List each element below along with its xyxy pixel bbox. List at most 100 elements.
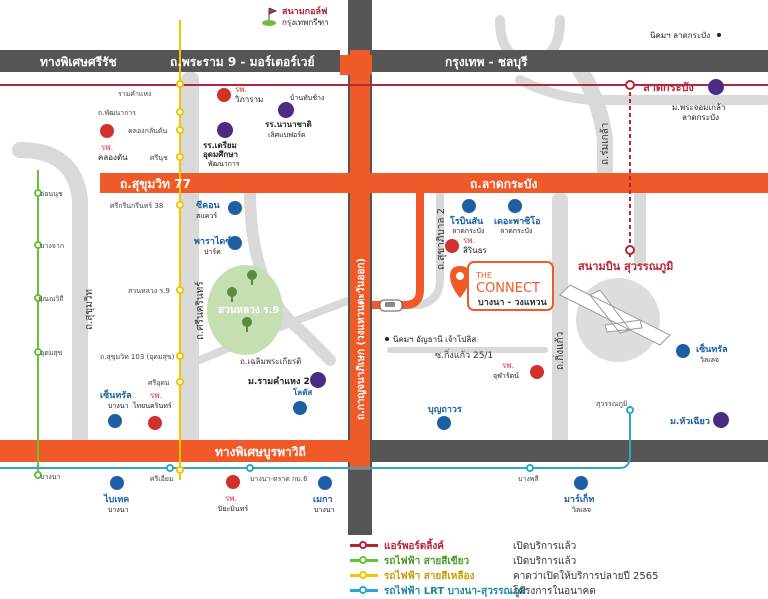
poi-hua-chiew: ม.หัวเฉียว <box>670 412 729 428</box>
label-kanchanaphisek: ถ.กาญจนาภิเษก (วงแหวนตะวันออก) <box>355 258 367 420</box>
station-label-punnawithi: ปุณณวิถี <box>38 295 64 303</box>
poi-sirinthorn: รพ. สิรินธร <box>445 236 488 255</box>
svg-text:ลาดกระบัง: ลาดกระบัง <box>500 227 532 235</box>
poi-nikom-bottom: นิคมฯ อัญธานี เจ้าโปลิส <box>385 334 476 344</box>
station-onnut <box>34 189 42 197</box>
school-icon <box>310 372 326 388</box>
poi-triam: รร.เตรียม อุดมศึกษา พัฒนาการ <box>203 122 240 168</box>
label-romklao: ถ.ร่มเกล้า <box>599 123 611 165</box>
station-yellow-8 <box>176 378 184 386</box>
poi-piyamin: รพ. ปิยะมินทร์ <box>218 475 249 513</box>
svg-text:บางนา: บางนา <box>314 506 335 514</box>
golf-flag-icon <box>268 7 278 22</box>
label-sukhumvit77: ถ.สุขุมวิท 77 <box>120 177 191 192</box>
station-yellow-7 <box>176 352 184 360</box>
station-yellow-4 <box>176 153 184 161</box>
hospital-icon <box>445 239 459 253</box>
svg-text:สิรินธร: สิรินธร <box>463 246 488 255</box>
svg-text:อุดมศึกษา: อุดมศึกษา <box>203 150 238 160</box>
poi-mega: เมกา บางนา <box>313 476 335 514</box>
hospital-icon <box>148 416 162 430</box>
school-icon <box>708 79 724 95</box>
station-label-mega: บางนา-ตราด กม.6 <box>250 475 308 483</box>
legend-line <box>350 556 378 564</box>
svg-text:พัฒนาการ: พัฒนาการ <box>208 160 240 168</box>
mall-icon <box>110 476 124 490</box>
project-name: CONNECT <box>476 281 540 296</box>
mall-icon <box>293 401 307 415</box>
poi-robinson: โรบินสัน ลาดกระบัง <box>449 199 484 235</box>
hospital-icon <box>530 365 544 379</box>
svg-text:คลองตัน: คลองตัน <box>98 153 128 162</box>
svg-text:ไบเทค: ไบเทค <box>103 493 129 505</box>
station-label-bangna: บางนา <box>40 473 61 481</box>
legend-status: โครงการในอนาคต <box>513 586 596 597</box>
poi-bantubchang: บ้านทับช้าง <box>290 94 324 102</box>
svg-text:จุฬารัตน์: จุฬารัตน์ <box>493 372 519 380</box>
svg-text:ปาร์ค: ปาร์ค <box>204 248 221 256</box>
svg-text:รพ.: รพ. <box>150 391 162 400</box>
poi-vibharam: รพ. วิภาราม <box>217 85 263 104</box>
car-icon <box>379 299 403 312</box>
svg-text:วิภาราม: วิภาราม <box>234 95 263 104</box>
hospital-icon <box>226 475 240 489</box>
svg-text:วิลเลจ: วิลเลจ <box>700 356 719 364</box>
svg-text:ม.รามคำแหง 2: ม.รามคำแหง 2 <box>248 376 310 387</box>
dot-icon <box>717 33 721 37</box>
station-label-udomsuk: อุดมสุข <box>40 349 63 357</box>
school-icon <box>713 412 729 428</box>
legend-name: รถไฟฟ้า สายสีเหลือง <box>384 571 475 582</box>
poi-seacon: ซีคอน สแควร์ <box>196 200 242 220</box>
legend-row-airport-link: แอร์พอร์ตลิ้งค์ เปิดบริการแล้ว <box>348 538 758 553</box>
svg-text:ปิยะมินทร์: ปิยะมินทร์ <box>218 505 249 513</box>
project-sub: บางนา - วงแหวน <box>478 298 548 308</box>
location-pin-icon <box>450 266 470 298</box>
svg-text:สนามกอล์ฟ: สนามกอล์ฟ <box>282 5 327 17</box>
poi-nanachart: รร.นานาชาติ เลิศแบฟอร์ด <box>265 102 312 139</box>
svg-text:รพ.: รพ. <box>235 85 247 94</box>
label-bottom-expressway: ทางพิเศษบูรพาวิถี <box>215 445 306 460</box>
label-chaloem: ถ.เฉลิมพระเกียรติ <box>240 357 301 366</box>
svg-text:รร.เตรียม: รร.เตรียม <box>203 140 237 150</box>
station-label-y7: ถ.สุขุมวิท 103 (อุดมสุข) <box>100 353 175 361</box>
svg-text:สแควร์: สแควร์ <box>196 212 217 220</box>
svg-text:รพ.: รพ. <box>502 361 514 370</box>
station-label-bangchak: บางจาก <box>40 242 64 250</box>
station-lrt-1 <box>166 464 174 472</box>
poi-ladkrabang-station: ลาดกระบัง <box>643 81 694 94</box>
poi-thainakarin: รพ. ไทยนครินทร์ <box>132 391 172 430</box>
legend-row-green-line: รถไฟฟ้า สายสีเขียว เปิดบริการแล้ว <box>348 553 758 568</box>
poi-airport: สนามบิน สุวรรณภูมิ <box>559 260 673 362</box>
station-airport <box>625 245 635 255</box>
poi-lotus: โลตัส <box>292 387 312 415</box>
poi-klongton: รพ. คลองตัน <box>98 124 128 162</box>
park-suanluang <box>207 265 283 355</box>
station-ladkrabang <box>625 80 635 90</box>
hospital-icon <box>217 88 231 102</box>
poi-kmitl: ม.พระจอมเกล้า ลาดกระบัง <box>672 79 725 122</box>
dot-icon <box>385 337 389 341</box>
road-sukhumvit-left <box>12 142 88 448</box>
road-orange-vertical <box>350 50 370 470</box>
svg-text:โรบินสัน: โรบินสัน <box>449 215 484 227</box>
svg-text:รพ.: รพ. <box>225 494 237 503</box>
school-icon <box>217 122 233 138</box>
label-kingkaew25: ซ.กิ่งแก้ว 25/1 <box>435 348 493 361</box>
svg-text:บางนา: บางนา <box>108 506 129 514</box>
svg-text:ม.หัวเฉียว: ม.หัวเฉียว <box>670 416 710 427</box>
project-brand: THE <box>475 271 492 280</box>
label-srinakarin: ถ.ศรีนครินทร์ <box>194 281 206 340</box>
mall-icon <box>108 414 122 428</box>
legend-name: รถไฟฟ้า สายสีเขียว <box>384 556 470 567</box>
station-yellow-9 <box>176 466 184 474</box>
poi-central-village: เซ็นทรัล วิลเลจ <box>676 342 728 364</box>
station-label-y5: ศรีกรีนกรีนทร์ 38 <box>110 202 163 210</box>
station-label-y2: ถ.พัฒนาการ <box>98 109 136 117</box>
svg-text:มาร์เก็ท: มาร์เก็ท <box>564 492 594 505</box>
svg-text:เลิศแบฟอร์ด: เลิศแบฟอร์ด <box>268 131 306 139</box>
road-top-right <box>372 50 768 72</box>
svg-text:นิคมฯ อัญธานี เจ้าโปลิส: นิคมฯ อัญธานี เจ้าโปลิส <box>393 334 476 344</box>
airplane-icon <box>559 284 671 346</box>
poi-golf: สนามกอล์ฟ กรุงเทพกรีฑา <box>262 5 329 27</box>
svg-text:ลาดกระบัง: ลาดกระบัง <box>643 81 694 94</box>
